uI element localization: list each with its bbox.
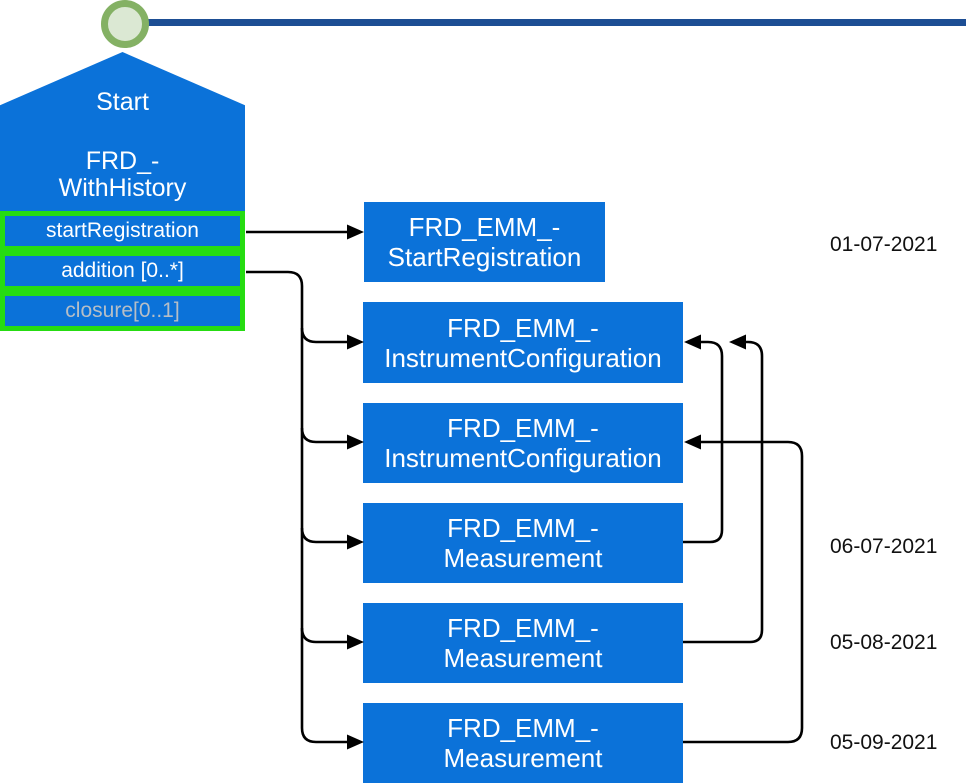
start-circle-icon [101, 0, 149, 48]
event-box-line1: FRD_EMM_- [447, 613, 599, 643]
event-box-line1: FRD_EMM_- [408, 212, 561, 242]
start-node-name-line1: FRD_- [85, 147, 160, 175]
operation-closure: closure[0..1] [0, 291, 245, 331]
event-box-instrument-configuration-2: FRD_EMM_- InstrumentConfiguration [363, 403, 683, 483]
event-box-instrument-configuration-1: FRD_EMM_- InstrumentConfiguration [363, 302, 683, 383]
arrowhead-left-icon [729, 334, 746, 350]
arrowhead-right-icon [347, 434, 364, 450]
event-box-line1: FRD_EMM_- [447, 413, 599, 443]
event-box-line2: Measurement [443, 743, 603, 773]
date-start-registration: 01-07-2021 [830, 233, 938, 256]
arrowhead-right-icon [347, 734, 364, 750]
arrowhead-left-icon [684, 334, 701, 350]
date-measurement-2: 05-08-2021 [830, 631, 938, 654]
event-box-measurement-3: FRD_EMM_- Measurement [363, 703, 683, 783]
event-box-measurement-1: FRD_EMM_- Measurement [363, 503, 683, 583]
timeline-line [147, 19, 966, 26]
start-node: Start FRD_- WithHistory [0, 52, 245, 211]
start-node-title: Start [96, 88, 149, 116]
connector-measurement3-to-config2 [683, 440, 804, 744]
connector-addition-branch-measurement2 [300, 627, 350, 644]
connector-addition-branch-config1 [300, 327, 350, 344]
connector-measurement1-to-config1 [683, 340, 724, 544]
connector-addition-branch-config2 [300, 427, 350, 444]
arrowhead-right-icon [347, 634, 364, 650]
arrowhead-right-icon [347, 334, 364, 350]
arrowhead-right-icon [347, 534, 364, 550]
date-measurement-3: 05-09-2021 [830, 731, 938, 754]
event-box-measurement-2: FRD_EMM_- Measurement [363, 603, 683, 683]
arrowhead-right-icon [347, 224, 364, 240]
event-box-line1: FRD_EMM_- [447, 513, 599, 543]
event-box-line2: Measurement [443, 643, 603, 673]
event-box-line1: FRD_EMM_- [447, 312, 599, 343]
arrowhead-left-icon [684, 434, 701, 450]
connector-addition-trunk [246, 270, 350, 744]
event-box-line2: InstrumentConfiguration [384, 342, 662, 373]
operation-addition: addition [0..*] [0, 251, 245, 291]
operation-startRegistration: startRegistration [0, 211, 245, 251]
start-node-name: FRD_- WithHistory [0, 148, 245, 202]
connector-addition-branch-measurement1 [300, 527, 350, 544]
event-box-start-registration: FRD_EMM_- StartRegistration [364, 202, 605, 282]
event-box-line1: FRD_EMM_- [447, 713, 599, 743]
event-box-line2: StartRegistration [387, 242, 582, 272]
event-box-line2: InstrumentConfiguration [384, 443, 662, 473]
start-node-name-line2: WithHistory [58, 174, 187, 202]
event-box-line2: Measurement [443, 543, 603, 573]
connector-measurement2-to-config1 [683, 340, 764, 644]
date-measurement-1: 06-07-2021 [830, 535, 938, 558]
